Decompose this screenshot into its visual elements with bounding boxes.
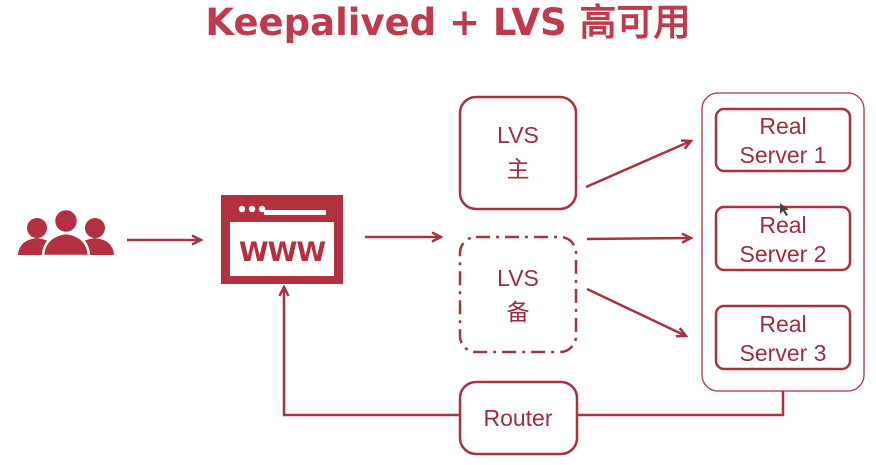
- arrow-lvs-to-server-2: [586, 238, 691, 239]
- users-icon: [18, 207, 114, 258]
- arrow-lvs-to-server-1: [585, 141, 691, 189]
- lvs-master-role: 主: [507, 156, 530, 182]
- real-server-2-line2: Server 2: [740, 241, 827, 267]
- browser-address-bar: [264, 210, 326, 215]
- mouse-cursor-icon: [780, 203, 789, 216]
- browser-dot-icon: [248, 205, 256, 213]
- www-label: WWW: [239, 237, 326, 268]
- browser-viewport: [230, 222, 334, 276]
- lvs-master-label: LVS: [497, 122, 539, 148]
- lvs-backup-box: [458, 235, 578, 354]
- real-server-1-line2: Server 1: [740, 142, 827, 168]
- real-server-3-box: [714, 304, 852, 371]
- browser-dot-icon: [238, 205, 246, 213]
- return-arrow-router-to-web: [284, 287, 460, 417]
- lvs-master-box: [458, 95, 578, 211]
- router-node: Router: [458, 380, 579, 456]
- diagram-title: Keepalived + LVS 高可用: [205, 1, 690, 44]
- real-server-1-line1: Real: [759, 113, 806, 139]
- arrow-lvs-to-server-3: [586, 287, 686, 336]
- real-server-3: Real Server 3: [714, 304, 852, 371]
- real-server-3-line1: Real: [759, 311, 806, 337]
- router-label: Router: [483, 405, 552, 431]
- browser-window-icon: WWW: [221, 195, 343, 284]
- lvs-backup-node: LVS 备: [458, 235, 578, 354]
- lvs-master-node: LVS 主: [458, 95, 578, 211]
- router-box: [458, 380, 579, 456]
- return-line-servers-to-router: [578, 391, 785, 417]
- real-server-1-box: [714, 107, 852, 173]
- real-server-3-line2: Server 3: [740, 340, 827, 366]
- lvs-backup-role: 备: [507, 299, 530, 325]
- real-server-2: Real Server 2: [714, 205, 852, 272]
- real-server-1: Real Server 1: [714, 107, 852, 173]
- lvs-backup-label: LVS: [497, 265, 539, 291]
- browser-dot-icon: [258, 205, 266, 213]
- real-server-2-line1: Real: [759, 212, 806, 238]
